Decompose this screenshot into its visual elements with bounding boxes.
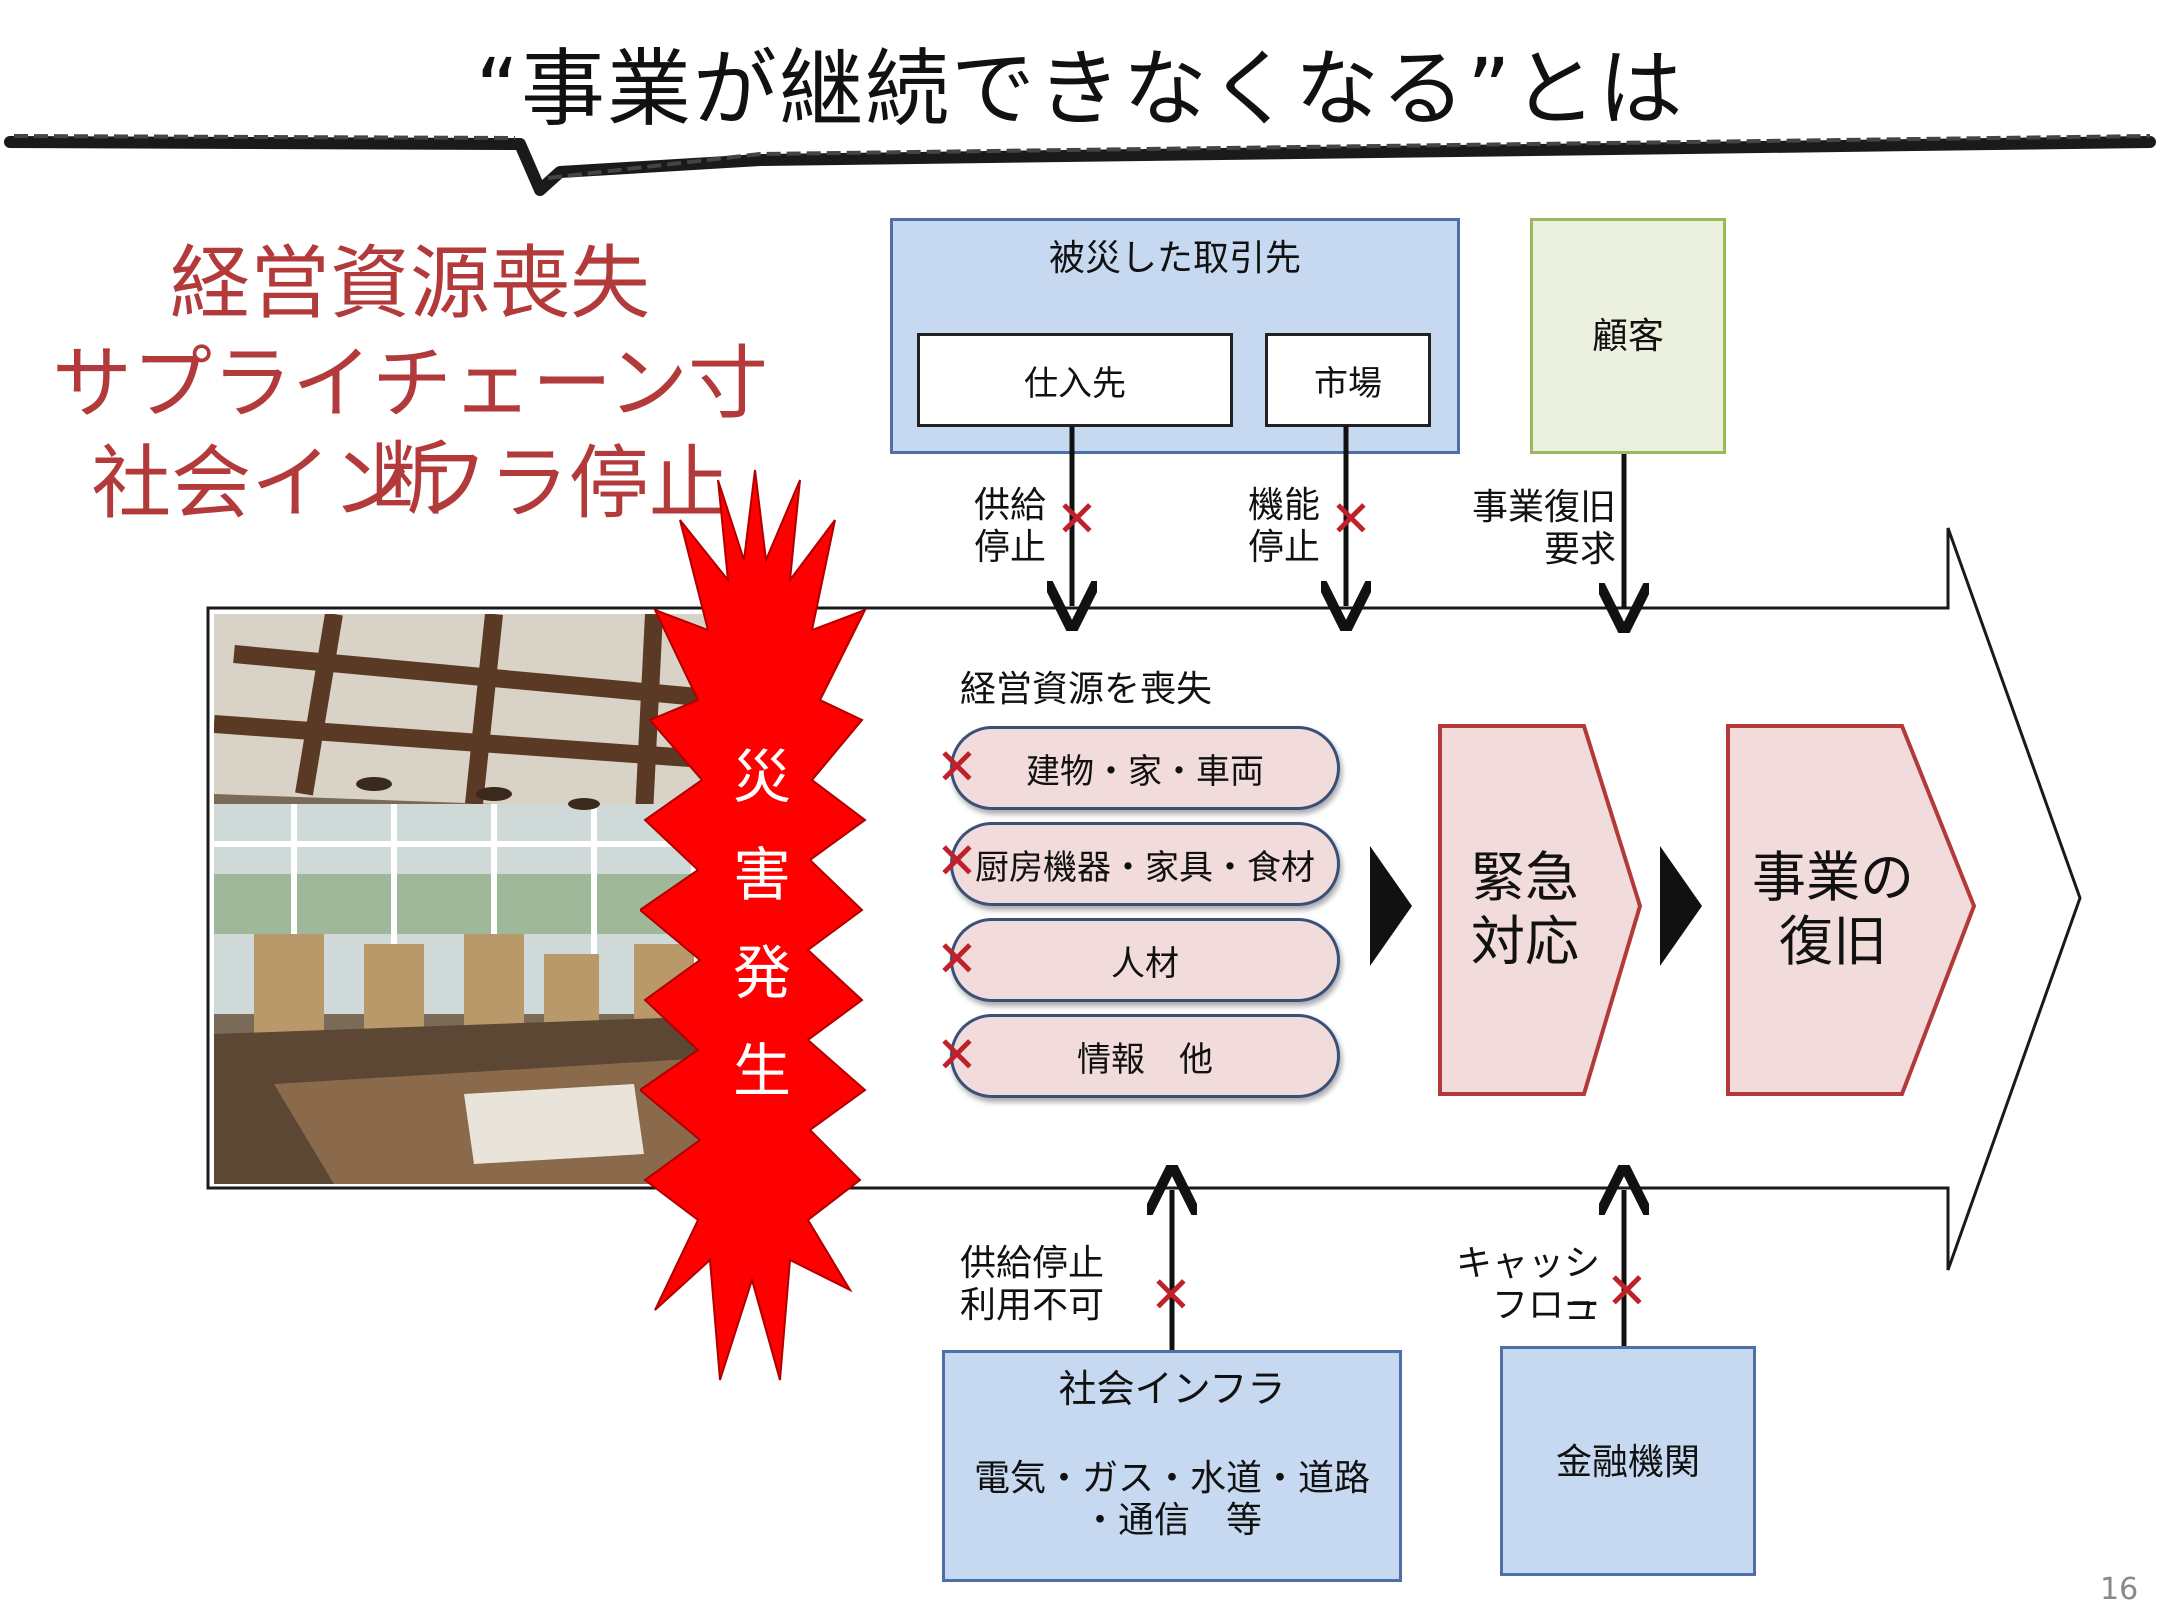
supply-stop-label-2: 停止: [973, 527, 1046, 568]
resource-pill-kitchen: 厨房機器・家具・食材: [950, 822, 1340, 906]
page-number: 16: [2100, 1572, 2139, 1607]
infrastructure-body-2: ・通信 等: [1081, 1500, 1262, 1541]
customer-title: 顧客: [1591, 316, 1664, 357]
cross-icon: ✕: [1606, 1262, 1648, 1320]
disaster-char-1: 災: [732, 743, 791, 811]
cross-icon: ✕: [936, 930, 978, 988]
affected-partners-title: 被災した取引先: [1048, 238, 1301, 279]
disaster-char-4: 生: [732, 1037, 791, 1105]
page-title: “事業が継続できなくなる”とは: [475, 40, 1685, 138]
supply-unavailable-label-2: 利用不可: [960, 1285, 1105, 1326]
resources-heading: 経営資源を喪失: [960, 669, 1213, 710]
title-underline: [4, 134, 2156, 196]
cross-icon: ✕: [936, 832, 978, 890]
resource-pill-buildings: 建物・家・車両: [950, 726, 1340, 810]
supply-unavailable-label-1: 供給停止: [960, 1243, 1105, 1284]
supplier-box: 仕入先: [917, 333, 1233, 427]
disaster-char-3: 発: [732, 939, 791, 1007]
financial-institution-box: 金融機関: [1500, 1346, 1756, 1576]
infrastructure-body-1: 電気・ガス・水道・道路: [973, 1458, 1370, 1499]
red-heading-2: サプライチェーン寸断: [52, 337, 768, 526]
disaster-burst: [640, 469, 868, 1381]
function-stop-label-2: 停止: [1247, 527, 1320, 568]
function-stop-label-1: 機能: [1247, 485, 1320, 526]
cross-icon: ✕: [936, 738, 978, 796]
cross-icon: ✕: [1150, 1266, 1192, 1324]
cross-icon: ✕: [1330, 490, 1372, 548]
business-recovery-label: 事業の 復旧: [1752, 846, 1914, 973]
resource-pill-people: 人材: [950, 918, 1340, 1002]
resource-pill-info: 情報 他: [950, 1014, 1340, 1098]
financial-institution-title: 金融機関: [1555, 1442, 1700, 1483]
cashflow-label-1: キャッシュ: [1455, 1243, 1600, 1328]
affected-partners-box: 被災した取引先 仕入先 市場: [890, 218, 1460, 454]
customer-box: 顧客: [1530, 218, 1726, 454]
cashflow-label-2: フロー: [1491, 1285, 1600, 1326]
infrastructure-title: 社会インフラ: [1058, 1367, 1286, 1411]
disaster-char-2: 害: [732, 841, 791, 909]
cross-icon: ✕: [1056, 490, 1098, 548]
emergency-response-label: 緊急 対応: [1471, 846, 1579, 973]
recovery-demand-label-1: 事業復旧: [1471, 487, 1616, 528]
red-heading-1: 経営資源喪失: [170, 237, 650, 330]
cross-icon: ✕: [936, 1026, 978, 1084]
supply-stop-label-1: 供給: [973, 485, 1046, 526]
recovery-demand-label-2: 要求: [1543, 529, 1616, 570]
red-heading-3: 社会インフラ停止: [91, 437, 729, 530]
social-infrastructure-box: 社会インフラ 電気・ガス・水道・道路 ・通信 等: [942, 1350, 1402, 1582]
market-box: 市場: [1265, 333, 1431, 427]
